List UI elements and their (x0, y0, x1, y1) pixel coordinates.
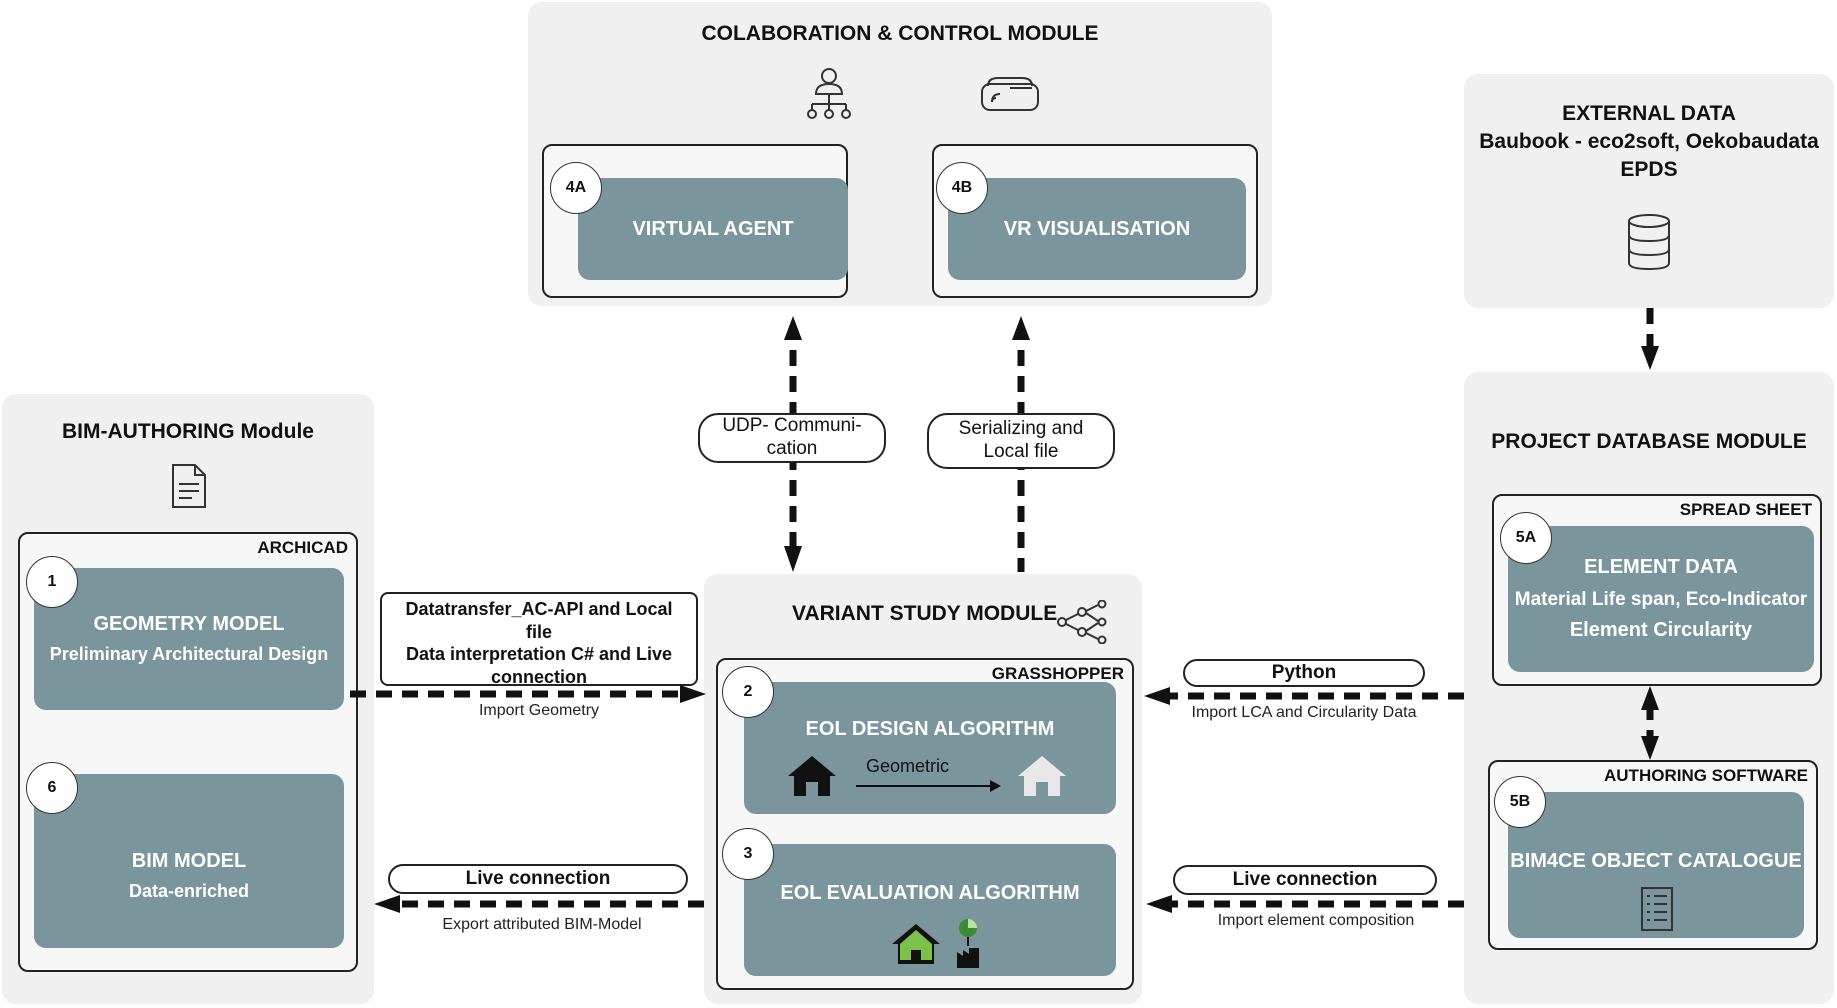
document-icon (172, 464, 206, 508)
element-data-card[interactable]: ELEMENT DATA Material Life span, Eco-Ind… (1508, 526, 1814, 672)
archicad-subbox: ARCHICAD GEOMETRY MODEL Preliminary Arch… (18, 532, 358, 972)
arrowhead-serial-up (1012, 316, 1030, 340)
geometry-model-subtitle: Preliminary Architectural Design (49, 644, 329, 664)
geometry-model-title: GEOMETRY MODEL (93, 613, 285, 635)
collaboration-control-module: COLABORATION & CONTROL MODULE VIRTUAL AG… (528, 2, 1272, 306)
virtual-agent-card[interactable]: VIRTUAL AGENT (578, 178, 848, 280)
eol-evaluation-title: EOL EVALUATION ALGORITHM (780, 882, 1080, 904)
import-element-label: Import element composition (1217, 912, 1415, 929)
bim-module-title: BIM-AUTHORING Module (62, 420, 314, 443)
subbox-4b: VR VISUALISATION 4B (932, 144, 1258, 298)
arrowhead-geometry-right (680, 685, 706, 703)
house-light-icon (1018, 756, 1066, 796)
authoring-software-subbox: AUTHORING SOFTWARE BIM4CE OBJECT CATALOG… (1488, 760, 1818, 950)
geometry-model-card[interactable]: GEOMETRY MODEL Preliminary Architectural… (34, 568, 344, 710)
external-data-sources: Baubook - eco2soft, Oekobaudata (1479, 130, 1819, 153)
bim-authoring-module: BIM-AUTHORING Module ARCHICAD GEOMETRY M… (2, 394, 374, 1004)
arrowhead-element-left (1146, 895, 1172, 913)
network-nodes-icon (1057, 600, 1107, 644)
eol-design-title: EOL DESIGN ALGORITHM (805, 718, 1055, 740)
arrowhead-udp-down (784, 546, 802, 572)
arrowhead-catalogue-down (1641, 736, 1659, 760)
datatransfer-line2: file (525, 621, 552, 642)
archicad-label: ARCHICAD (257, 538, 348, 557)
bim-model-card[interactable]: BIM MODEL Data-enriched (34, 774, 344, 948)
serial-label-line1: Serializing and (958, 418, 1084, 440)
badge-4a: 4A (550, 162, 602, 214)
arrowhead-export-left (374, 895, 400, 913)
grasshopper-label: GRASSHOPPER (991, 664, 1124, 683)
project-module-title: PROJECT DATABASE MODULE (1491, 430, 1807, 453)
badge-6: 6 (26, 762, 78, 814)
import-lca-label: Import LCA and Circularity Data (1191, 704, 1417, 721)
vr-headset-icon (981, 77, 1039, 111)
bim-model-title: BIM MODEL (131, 850, 247, 872)
arrowhead-spreadsheet-up (1641, 686, 1659, 710)
grasshopper-subbox: GRASSHOPPER EOL DESIGN ALGORITHM Geometr… (716, 658, 1134, 990)
badge-2: 2 (722, 666, 774, 718)
arrowhead-external-down (1641, 346, 1659, 370)
user-network-icon (807, 68, 851, 119)
authoring-software-label: AUTHORING SOFTWARE (1604, 766, 1808, 785)
collaboration-module-title: COLABORATION & CONTROL MODULE (701, 22, 1099, 45)
object-catalogue-card[interactable]: BIM4CE OBJECT CATALOGUE (1508, 792, 1804, 938)
external-data-epds: EPDS (1620, 158, 1678, 181)
spread-sheet-subbox: SPREAD SHEET ELEMENT DATA Material Life … (1492, 494, 1822, 686)
datatransfer-label: Datatransfer_AC-API and Local file Data … (380, 592, 698, 687)
eco-factory-icon (957, 919, 979, 968)
element-data-title: ELEMENT DATA (1584, 556, 1738, 578)
spread-sheet-label: SPREAD SHEET (1679, 500, 1812, 519)
badge-3: 3 (722, 828, 774, 880)
udp-label: UDP- Communi- cation (698, 413, 886, 463)
object-catalogue-title: BIM4CE OBJECT CATALOGUE (1510, 850, 1802, 872)
variant-module-title: VARIANT STUDY MODULE (792, 602, 1058, 625)
external-data-module: EXTERNAL DATA Baubook - eco2soft, Oekoba… (1464, 74, 1834, 308)
arrowhead-udp-up (784, 316, 802, 340)
house-dark-icon (788, 756, 836, 796)
variant-study-module: VARIANT STUDY MODULE GRASSHOPPER EOL DES… (704, 574, 1142, 1004)
import-geometry-label: Import Geometry (478, 702, 600, 719)
badge-4b: 4B (936, 162, 988, 214)
datatransfer-line4: connection (490, 666, 587, 687)
udp-label-line1: UDP- Communi- (722, 415, 862, 437)
live-connection-right-label: Live connection (1173, 865, 1437, 895)
live-connection-left-label: Live connection (388, 864, 688, 894)
vr-visualisation-card[interactable]: VR VISUALISATION (948, 178, 1246, 280)
geometric-label: Geometric (866, 756, 950, 776)
element-data-line2: Material Life span, Eco-Indicator (1514, 589, 1808, 610)
eol-evaluation-card[interactable]: EOL EVALUATION ALGORITHM (744, 844, 1116, 976)
export-bim-label: Export attributed BIM-Model (442, 916, 642, 933)
datatransfer-line1: Datatransfer_AC-API and Local (405, 599, 673, 619)
subbox-4a: VIRTUAL AGENT 4A (542, 144, 848, 298)
serial-label-line2: Local file (983, 441, 1059, 462)
element-data-line3: Element Circularity (1569, 619, 1753, 641)
geometric-arrow (856, 780, 1001, 792)
database-icon (1628, 214, 1670, 271)
bim-model-subtitle: Data-enriched (128, 881, 250, 901)
badge-5a: 5A (1500, 512, 1552, 564)
checklist-icon (1641, 887, 1673, 931)
serial-label: Serializing and Local file (927, 413, 1115, 469)
badge-1: 1 (26, 556, 78, 608)
badge-5b: 5B (1494, 776, 1546, 828)
green-house-icon (892, 924, 940, 964)
project-database-module: PROJECT DATABASE MODULE SPREAD SHEET ELE… (1464, 372, 1834, 1004)
datatransfer-line3: Data interpretation C# and Live (405, 644, 673, 664)
external-data-title: EXTERNAL DATA (1562, 102, 1736, 125)
udp-label-line2: cation (766, 438, 818, 459)
vr-visualisation-title: VR VISUALISATION (1003, 217, 1191, 240)
python-label: Python (1183, 659, 1425, 687)
virtual-agent-title: VIRTUAL AGENT (632, 217, 794, 240)
arrowhead-lca-left (1144, 687, 1170, 705)
